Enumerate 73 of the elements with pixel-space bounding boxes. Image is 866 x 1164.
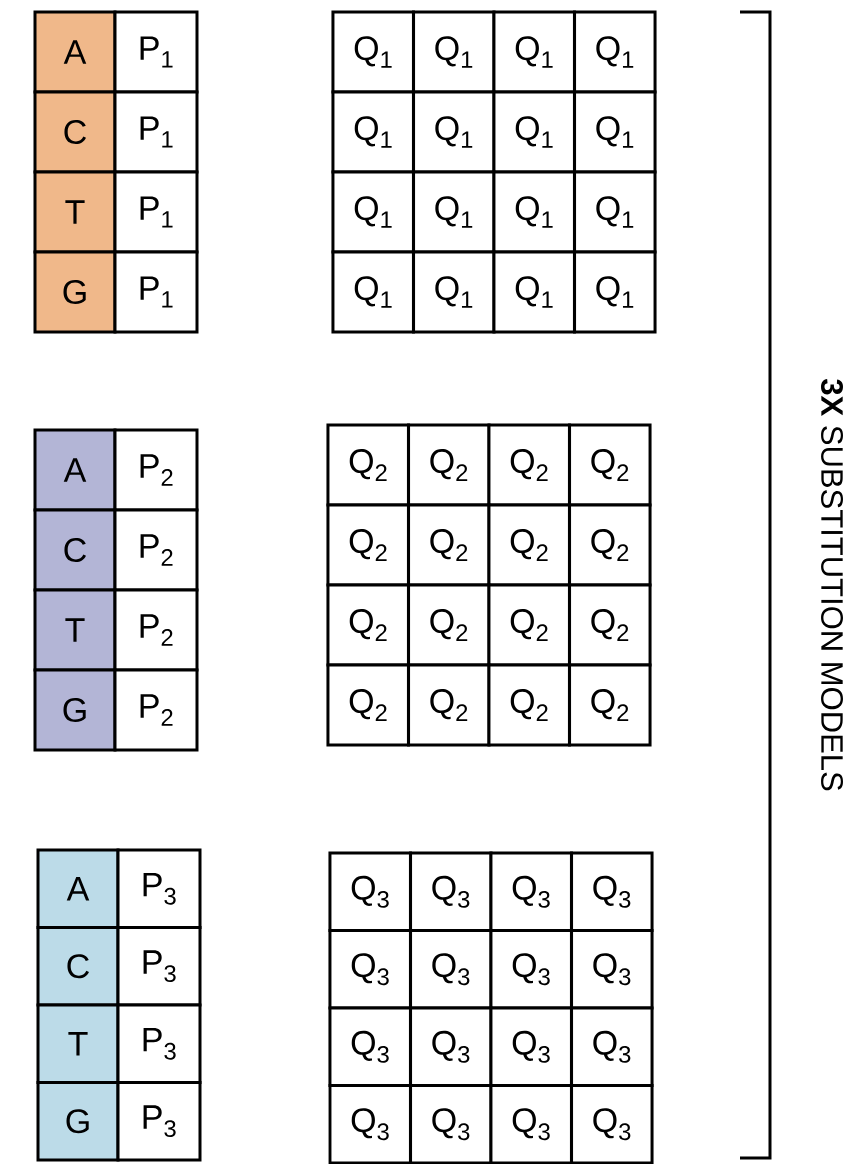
table-cell: Q$_{2}$ [568,503,652,587]
table-cell: Q$_{3}$ [328,1006,412,1088]
table-cell: Q$_{1}$ [412,250,496,334]
table-cell: Q$_{1}$ [492,170,576,254]
table-cell: Q$_{2}$ [487,503,571,587]
table-cell: Q$_{3}$ [489,1006,573,1088]
table-cell: C [36,925,120,1007]
table-cell: Q$_{3}$ [489,851,573,933]
table-cell: Q$_{2}$ [407,423,491,507]
table-cell: Q$_{1}$ [492,90,576,174]
table-cell: Q$_{1}$ [573,250,657,334]
table-cell: P$_{2}$ [113,588,199,672]
table-cell: Q$_{1}$ [331,90,415,174]
table-cell: P$_{1}$ [113,10,199,94]
table-cell: T [36,1003,120,1085]
table-cell: Q$_{3}$ [570,928,654,1010]
table-cell: P$_{2}$ [113,668,199,752]
table-cell: Q$_{1}$ [573,10,657,94]
table-cell: Q$_{1}$ [492,10,576,94]
table-cell: G [36,1080,120,1162]
table-cell: Q$_{3}$ [409,928,493,1010]
table-cell: Q$_{3}$ [409,1006,493,1088]
table-cell: P$_{1}$ [113,170,199,254]
table-cell: Q$_{1}$ [331,170,415,254]
table-cell: T [33,588,117,672]
table-cell: P$_{2}$ [113,428,199,512]
table-cell: Q$_{2}$ [326,423,410,507]
table-cell: Q$_{3}$ [409,851,493,933]
table-cell: Q$_{3}$ [328,928,412,1010]
table-cell: P$_{1}$ [113,90,199,174]
table-cell: Q$_{3}$ [489,928,573,1010]
table-cell: Q$_{2}$ [487,663,571,747]
table-cell: Q$_{2}$ [326,663,410,747]
table-cell: Q$_{2}$ [487,583,571,667]
table-cell: Q$_{3}$ [328,1083,412,1164]
table-cell: Q$_{1}$ [573,90,657,174]
table-cell: Q$_{2}$ [326,503,410,587]
table-cell: P$_{3}$ [116,925,202,1007]
table-cell: Q$_{3}$ [328,851,412,933]
table-cell: Q$_{3}$ [489,1083,573,1164]
table-cell: Q$_{3}$ [570,1006,654,1088]
table-cell: A [33,10,117,94]
table-cell: Q$_{2}$ [568,583,652,667]
table-cell: G [33,250,117,334]
table-cell: Q$_{1}$ [331,10,415,94]
table-cell: Q$_{2}$ [487,423,571,507]
table-cell: P$_{3}$ [116,1080,202,1162]
table-cell: P$_{1}$ [113,250,199,334]
table-cell: C [33,90,117,174]
table-cell: Q$_{3}$ [570,851,654,933]
table-cell: A [36,848,120,930]
table-cell: Q$_{2}$ [407,503,491,587]
side-label: 3X SUBSTITUTION MODELS [821,379,843,791]
table-cell: Q$_{3}$ [409,1083,493,1164]
table-cell: G [33,668,117,752]
table-cell: T [33,170,117,254]
table-cell: P$_{3}$ [116,1003,202,1085]
table-cell: Q$_{1}$ [412,10,496,94]
table-cell: Q$_{2}$ [407,583,491,667]
table-cell: Q$_{1}$ [492,250,576,334]
table-cell: A [33,428,117,512]
table-cell: Q$_{1}$ [573,170,657,254]
table-cell: P$_{2}$ [113,508,199,592]
table-cell: Q$_{2}$ [568,423,652,507]
table-cell: C [33,508,117,592]
table-cell: Q$_{2}$ [407,663,491,747]
table-cell: Q$_{1}$ [331,250,415,334]
table-cell: Q$_{2}$ [326,583,410,667]
table-cell: Q$_{3}$ [570,1083,654,1164]
table-cell: P$_{3}$ [116,848,202,930]
table-cell: Q$_{2}$ [568,663,652,747]
table-cell: Q$_{1}$ [412,90,496,174]
table-cell: Q$_{1}$ [412,170,496,254]
